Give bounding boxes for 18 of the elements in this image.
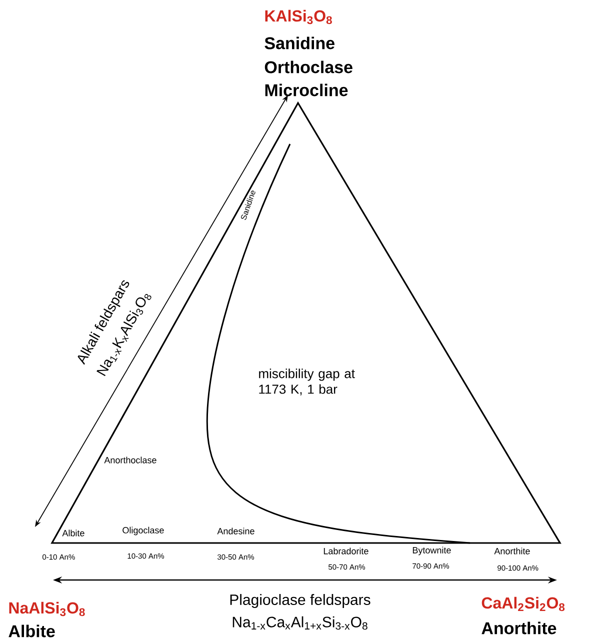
mineral-name: Anorthite [482,622,556,634]
mineral-name: Andesine [217,528,254,534]
mineral-name: Anorthite [494,548,530,554]
mineral-name: Orthoclase [264,60,352,74]
end-member-formula: NaAlSi$_{3}$O$_{8}$ [9,602,85,616]
end-member-formula: KAlSi$_{3}$O$_{8}$ [265,10,332,24]
series-label: Plagioclase feldspars [230,594,370,608]
series-formula: Na$_{1-x}$Ca$_{x}$Al$_{1+x}$Si$_{3-x}$O$_{8}$ [232,616,368,630]
mineral-name: Sanidine [264,36,334,50]
field-label: miscibility gap at 1173 K, 1 bar [259,368,355,396]
mineral-name: Microcline [265,84,348,96]
mineral-name: Albite [62,530,84,536]
mineral-name: Labradorite [324,548,368,554]
mineral-name: Oligoclase [122,526,164,536]
end-member-formula: CaAl$_{2}$Si$_{2}$O$_{8}$ [482,596,565,612]
mineral-name: Anorthoclase [104,456,156,464]
mineral-name: Albite [8,624,55,638]
mineral-name: Bytownite [412,546,451,556]
